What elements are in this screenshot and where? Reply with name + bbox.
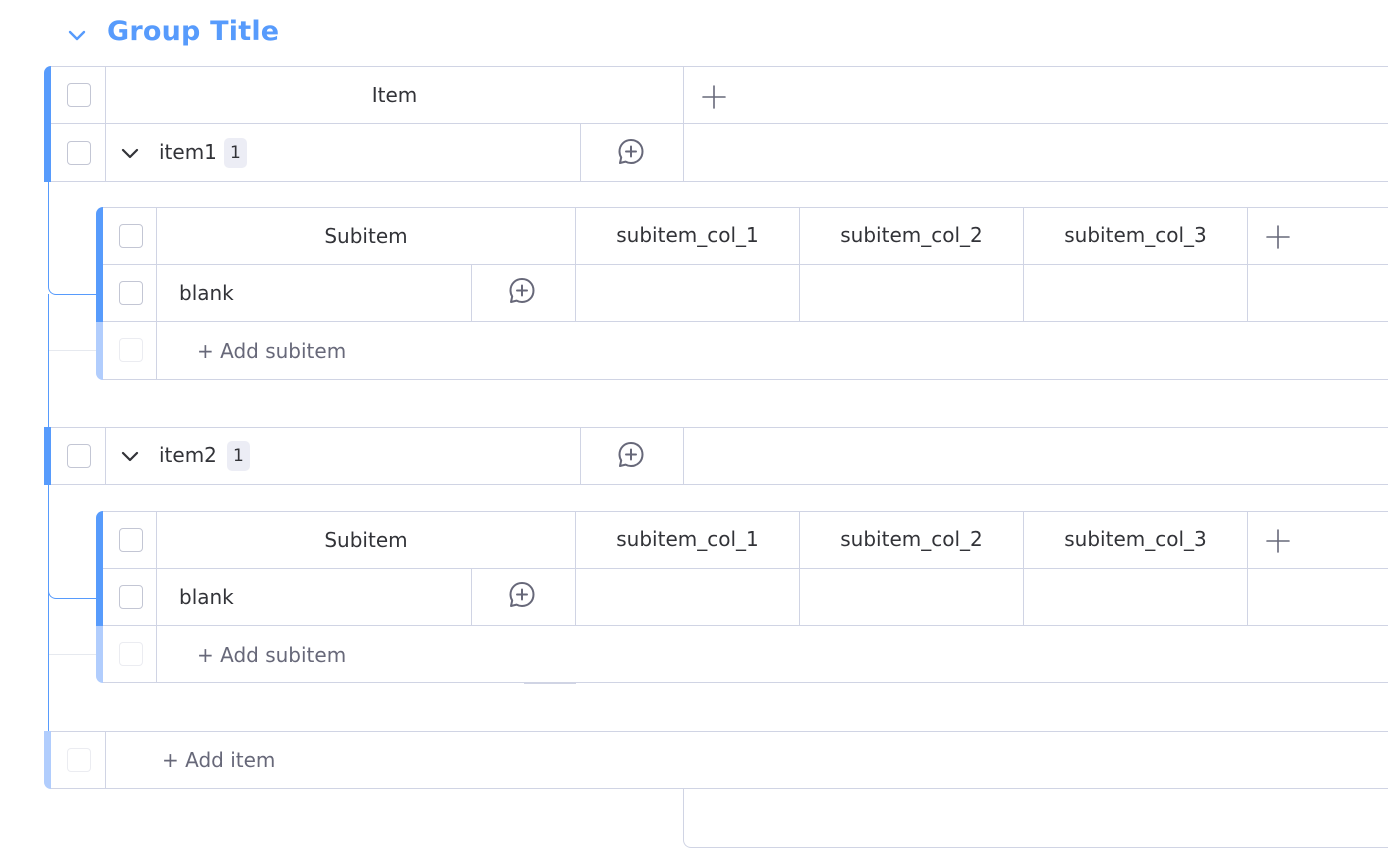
column-divider	[1247, 511, 1248, 626]
expand-subitems-chevron-icon[interactable]	[118, 141, 142, 165]
expand-subitems-chevron-icon[interactable]	[118, 444, 142, 468]
add-subitem-column-plus-icon[interactable]	[1265, 528, 1291, 554]
column-divider	[105, 66, 106, 182]
subitems-row-border	[103, 321, 1388, 322]
column-divider	[1023, 511, 1024, 626]
subitem-checkbox[interactable]	[119, 281, 143, 305]
subitem-name[interactable]: blank	[179, 585, 234, 609]
item-name[interactable]: item1	[159, 140, 217, 164]
subitems-connector-faint	[49, 350, 96, 351]
column-divider	[683, 66, 684, 182]
subitem-checkbox[interactable]	[119, 585, 143, 609]
row-top-border	[51, 731, 1388, 732]
subitems-connector-faint	[49, 654, 96, 655]
add-subitem-checkbox	[119, 338, 143, 362]
add-update-icon[interactable]	[507, 276, 537, 306]
column-divider	[580, 124, 581, 182]
subitems-row-border	[103, 625, 1388, 626]
item-name[interactable]: item2	[159, 443, 217, 467]
add-subitem-column-plus-icon[interactable]	[1265, 224, 1291, 250]
subitems-color-bar	[96, 626, 103, 683]
header-bottom-border	[51, 123, 1388, 124]
subitem-name[interactable]: blank	[179, 281, 234, 305]
subitems-header-border	[103, 568, 1388, 569]
subitem-col-3-header[interactable]: subitem_col_3	[1064, 527, 1207, 551]
subitem-col-1-header[interactable]: subitem_col_1	[616, 527, 759, 551]
subitem-column-header[interactable]: Subitem	[324, 224, 408, 248]
add-item-button[interactable]: + Add item	[162, 748, 276, 772]
subitems-bottom-border	[524, 683, 576, 684]
add-update-icon[interactable]	[616, 137, 646, 167]
add-subitem-button[interactable]: + Add subitem	[197, 643, 347, 667]
select-all-subitems-checkbox[interactable]	[119, 528, 143, 552]
column-divider	[580, 427, 581, 485]
subitem-count-badge[interactable]: 1	[227, 441, 250, 471]
column-divider	[156, 207, 157, 380]
subitems-top-border	[103, 511, 1388, 512]
subitem-count-badge[interactable]: 1	[224, 138, 247, 168]
subitem-col-2-header[interactable]: subitem_col_2	[840, 527, 983, 551]
add-update-icon[interactable]	[507, 580, 537, 610]
column-divider	[156, 511, 157, 683]
subitems-connector	[48, 485, 97, 599]
subitems-color-bar	[96, 322, 103, 380]
subitems-bottom-border	[103, 379, 1388, 380]
column-divider	[575, 511, 576, 626]
column-summary-area	[683, 789, 1388, 848]
subitem-col-3-header[interactable]: subitem_col_3	[1064, 223, 1207, 247]
column-divider	[471, 569, 472, 626]
row-top-border	[51, 427, 1388, 428]
add-column-plus-icon[interactable]	[701, 84, 727, 110]
subitems-color-bar	[96, 511, 103, 626]
column-divider	[575, 207, 576, 322]
group-color-bar	[44, 66, 51, 182]
item-checkbox[interactable]	[67, 444, 91, 468]
column-divider	[1023, 207, 1024, 322]
table-bottom-border	[51, 788, 1388, 789]
group-color-bar	[44, 731, 51, 789]
select-all-checkbox[interactable]	[67, 83, 91, 107]
subitems-top-border	[103, 207, 1388, 208]
subitems-bottom-border	[103, 682, 1388, 683]
table-top-border	[51, 66, 1388, 67]
column-divider	[799, 207, 800, 322]
item-checkbox[interactable]	[67, 141, 91, 165]
add-subitem-checkbox	[119, 642, 143, 666]
group-collapse-chevron-icon[interactable]	[64, 22, 90, 48]
subitems-header-border	[103, 264, 1388, 265]
column-divider	[683, 427, 684, 485]
subitem-column-header[interactable]: Subitem	[324, 528, 408, 552]
row-bottom-border	[51, 484, 1388, 485]
item-column-header[interactable]: Item	[371, 83, 418, 107]
select-all-subitems-checkbox[interactable]	[119, 224, 143, 248]
group-title[interactable]: Group Title	[107, 16, 280, 47]
subitems-connector	[48, 182, 97, 295]
subitem-col-1-header[interactable]: subitem_col_1	[616, 223, 759, 247]
add-item-checkbox	[67, 748, 91, 772]
group-color-bar	[44, 427, 51, 485]
column-divider	[1247, 207, 1248, 322]
row-bottom-border	[51, 181, 1388, 182]
add-update-icon[interactable]	[616, 440, 646, 470]
column-divider	[471, 265, 472, 322]
group-tree-line	[48, 294, 49, 732]
subitems-color-bar	[96, 207, 103, 322]
add-subitem-button[interactable]: + Add subitem	[197, 339, 347, 363]
subitem-col-2-header[interactable]: subitem_col_2	[840, 223, 983, 247]
column-divider	[799, 511, 800, 626]
column-divider	[105, 427, 106, 485]
column-divider	[105, 731, 106, 789]
